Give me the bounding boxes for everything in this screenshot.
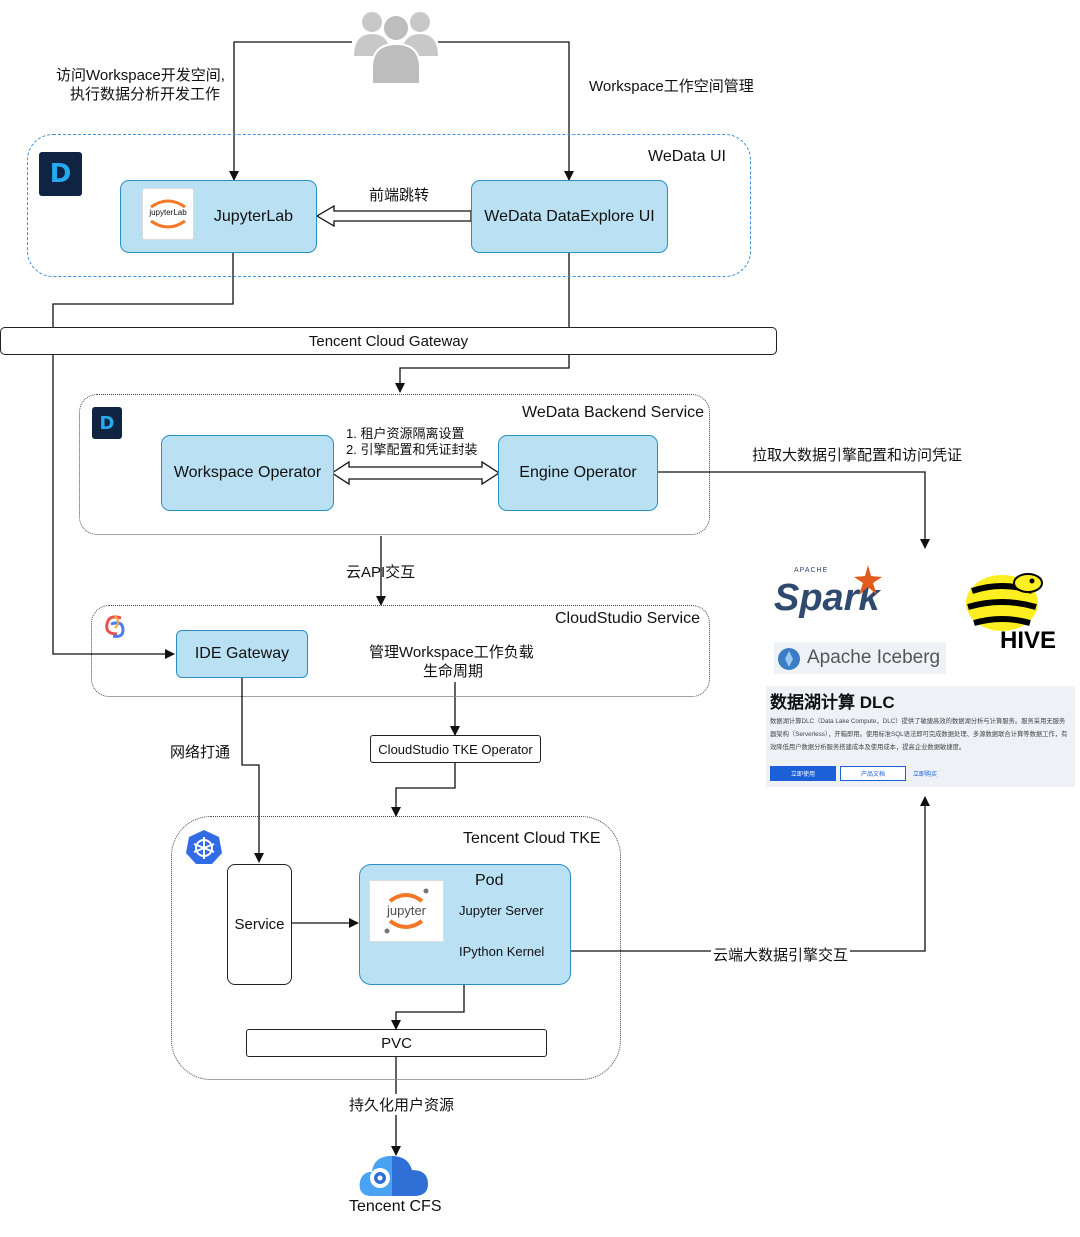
spark-logo-text: Spark	[774, 577, 880, 619]
tencent-cloud-gateway-bar: Tencent Cloud Gateway	[0, 327, 777, 355]
hive-bee-icon	[966, 573, 1043, 631]
tke-title: Tencent Cloud TKE	[463, 830, 601, 847]
service-label: Service	[234, 916, 285, 933]
jupyterlab-logo: jupyterLab	[142, 188, 194, 240]
tke-group	[171, 816, 621, 1080]
tke-operator-label: CloudStudio TKE Operator	[378, 741, 533, 757]
dlc-start-button[interactable]: 立即使用	[770, 766, 836, 781]
dataexplore-to-backend-line	[395, 253, 570, 393]
engine-operator-to-engines-line	[657, 471, 930, 549]
operator-note-line1: 1. 租户资源隔离设置	[346, 426, 465, 441]
workspace-management-label: Workspace工作空间管理	[589, 78, 754, 95]
dlc-description: 数据湖计算DLC（Data Lake Compute，DLC）提供了敏捷高效的数…	[770, 718, 1068, 751]
ide-gateway-to-service-line	[241, 678, 264, 863]
jupyter-server-label: Jupyter Server	[459, 903, 544, 918]
pvc-label: PVC	[381, 1034, 412, 1052]
access-workspace-label-line2: 执行数据分析开发工作	[70, 86, 221, 103]
wedata-ui-group	[27, 134, 751, 277]
manage-workload-label-line2: 生命周期	[423, 663, 484, 680]
spark-star-icon	[854, 565, 882, 595]
wedata-backend-logo: D	[92, 407, 122, 439]
iceberg-logo: Apache Iceberg	[774, 642, 946, 674]
iceberg-logo-text: Apache Iceberg	[807, 647, 941, 668]
jupyterlab-logo-text: jupyterLab	[149, 208, 187, 217]
cloudstudio-logo-icon	[105, 615, 125, 638]
jupyter-logo-icon	[384, 888, 429, 934]
cloudstudio-group	[91, 605, 710, 697]
kernel-to-dlc-line	[560, 796, 930, 952]
pod-to-pvc-line	[391, 984, 465, 1030]
frontend-jump-arrow	[315, 204, 472, 228]
frontend-jump-label: 前端跳转	[369, 187, 430, 204]
workspace-operator-label: Workspace Operator	[173, 464, 322, 481]
cloud-engine-interact-label: 云端大数据引擎交互	[711, 944, 851, 965]
engine-operator-label: Engine Operator	[519, 464, 637, 481]
dlc-buy-link[interactable]: 立即购买	[912, 772, 937, 778]
dlc-docs-button[interactable]: 产品文档	[840, 766, 906, 781]
users-group-icon	[354, 12, 438, 84]
backend-title: WeData Backend Service	[522, 404, 705, 421]
tencent-cfs-label: Tencent CFS	[349, 1198, 442, 1215]
jupyter-logo-text: jupyter	[386, 903, 427, 918]
dataexplore-label: WeData DataExplore UI	[484, 207, 655, 225]
pod-label: Pod	[475, 872, 504, 889]
tke-operator-to-tke-line	[391, 762, 456, 817]
iceberg-icon	[778, 648, 800, 670]
jupyter-logo: jupyter	[369, 880, 444, 942]
hive-logo-text: HIVE	[1000, 627, 1057, 654]
jupyterlab-to-ide-gateway-line	[52, 253, 234, 659]
cloudstudio-title: CloudStudio Service	[555, 610, 700, 627]
dlc-title: 数据湖计算 DLC	[770, 693, 895, 712]
access-workspace-label-line1: 访问Workspace开发空间,	[56, 67, 225, 84]
gateway-label: Tencent Cloud Gateway	[308, 332, 469, 350]
wedata-backend-group	[79, 394, 710, 535]
workspace-operator-box[interactable]: Workspace Operator	[161, 435, 334, 511]
kubernetes-icon	[186, 830, 222, 864]
dataexplore-box[interactable]: WeData DataExplore UI	[471, 180, 668, 253]
ide-gateway-label: IDE Gateway	[194, 645, 290, 662]
pvc-box[interactable]: PVC	[246, 1029, 547, 1057]
operator-note-line2: 2. 引擎配置和凭证封装	[346, 442, 478, 457]
spark-logo-apache-text: APACHE	[794, 567, 829, 574]
tke-operator-box[interactable]: CloudStudio TKE Operator	[370, 735, 541, 763]
cloud-api-label: 云API交互	[346, 564, 416, 581]
spark-logo: APACHE Spark	[774, 565, 882, 627]
dlc-card: 数据湖计算 DLC 数据湖计算DLC（Data Lake Compute，DLC…	[766, 686, 1075, 787]
hive-logo: HIVE	[952, 569, 1057, 657]
manage-workload-label-line1: 管理Workspace工作负载	[369, 644, 534, 661]
wedata-logo: D	[39, 152, 82, 196]
persist-resources-label: 持久化用户资源	[347, 1094, 457, 1115]
network-connect-label: 网络打通	[170, 744, 231, 761]
wedata-ui-title: WeData UI	[648, 148, 726, 165]
ide-gateway-box[interactable]: IDE Gateway	[176, 630, 308, 678]
engine-operator-box[interactable]: Engine Operator	[498, 435, 658, 511]
tencent-cfs-cloud-icon	[359, 1156, 428, 1196]
service-box[interactable]: Service	[227, 864, 292, 985]
pull-engine-config-label: 拉取大数据引擎配置和访问凭证	[752, 447, 963, 464]
jupyterlab-label: JupyterLab	[213, 207, 294, 225]
ipython-kernel-label: IPython Kernel	[459, 944, 545, 959]
jupyterlab-logo-icon	[150, 199, 186, 229]
